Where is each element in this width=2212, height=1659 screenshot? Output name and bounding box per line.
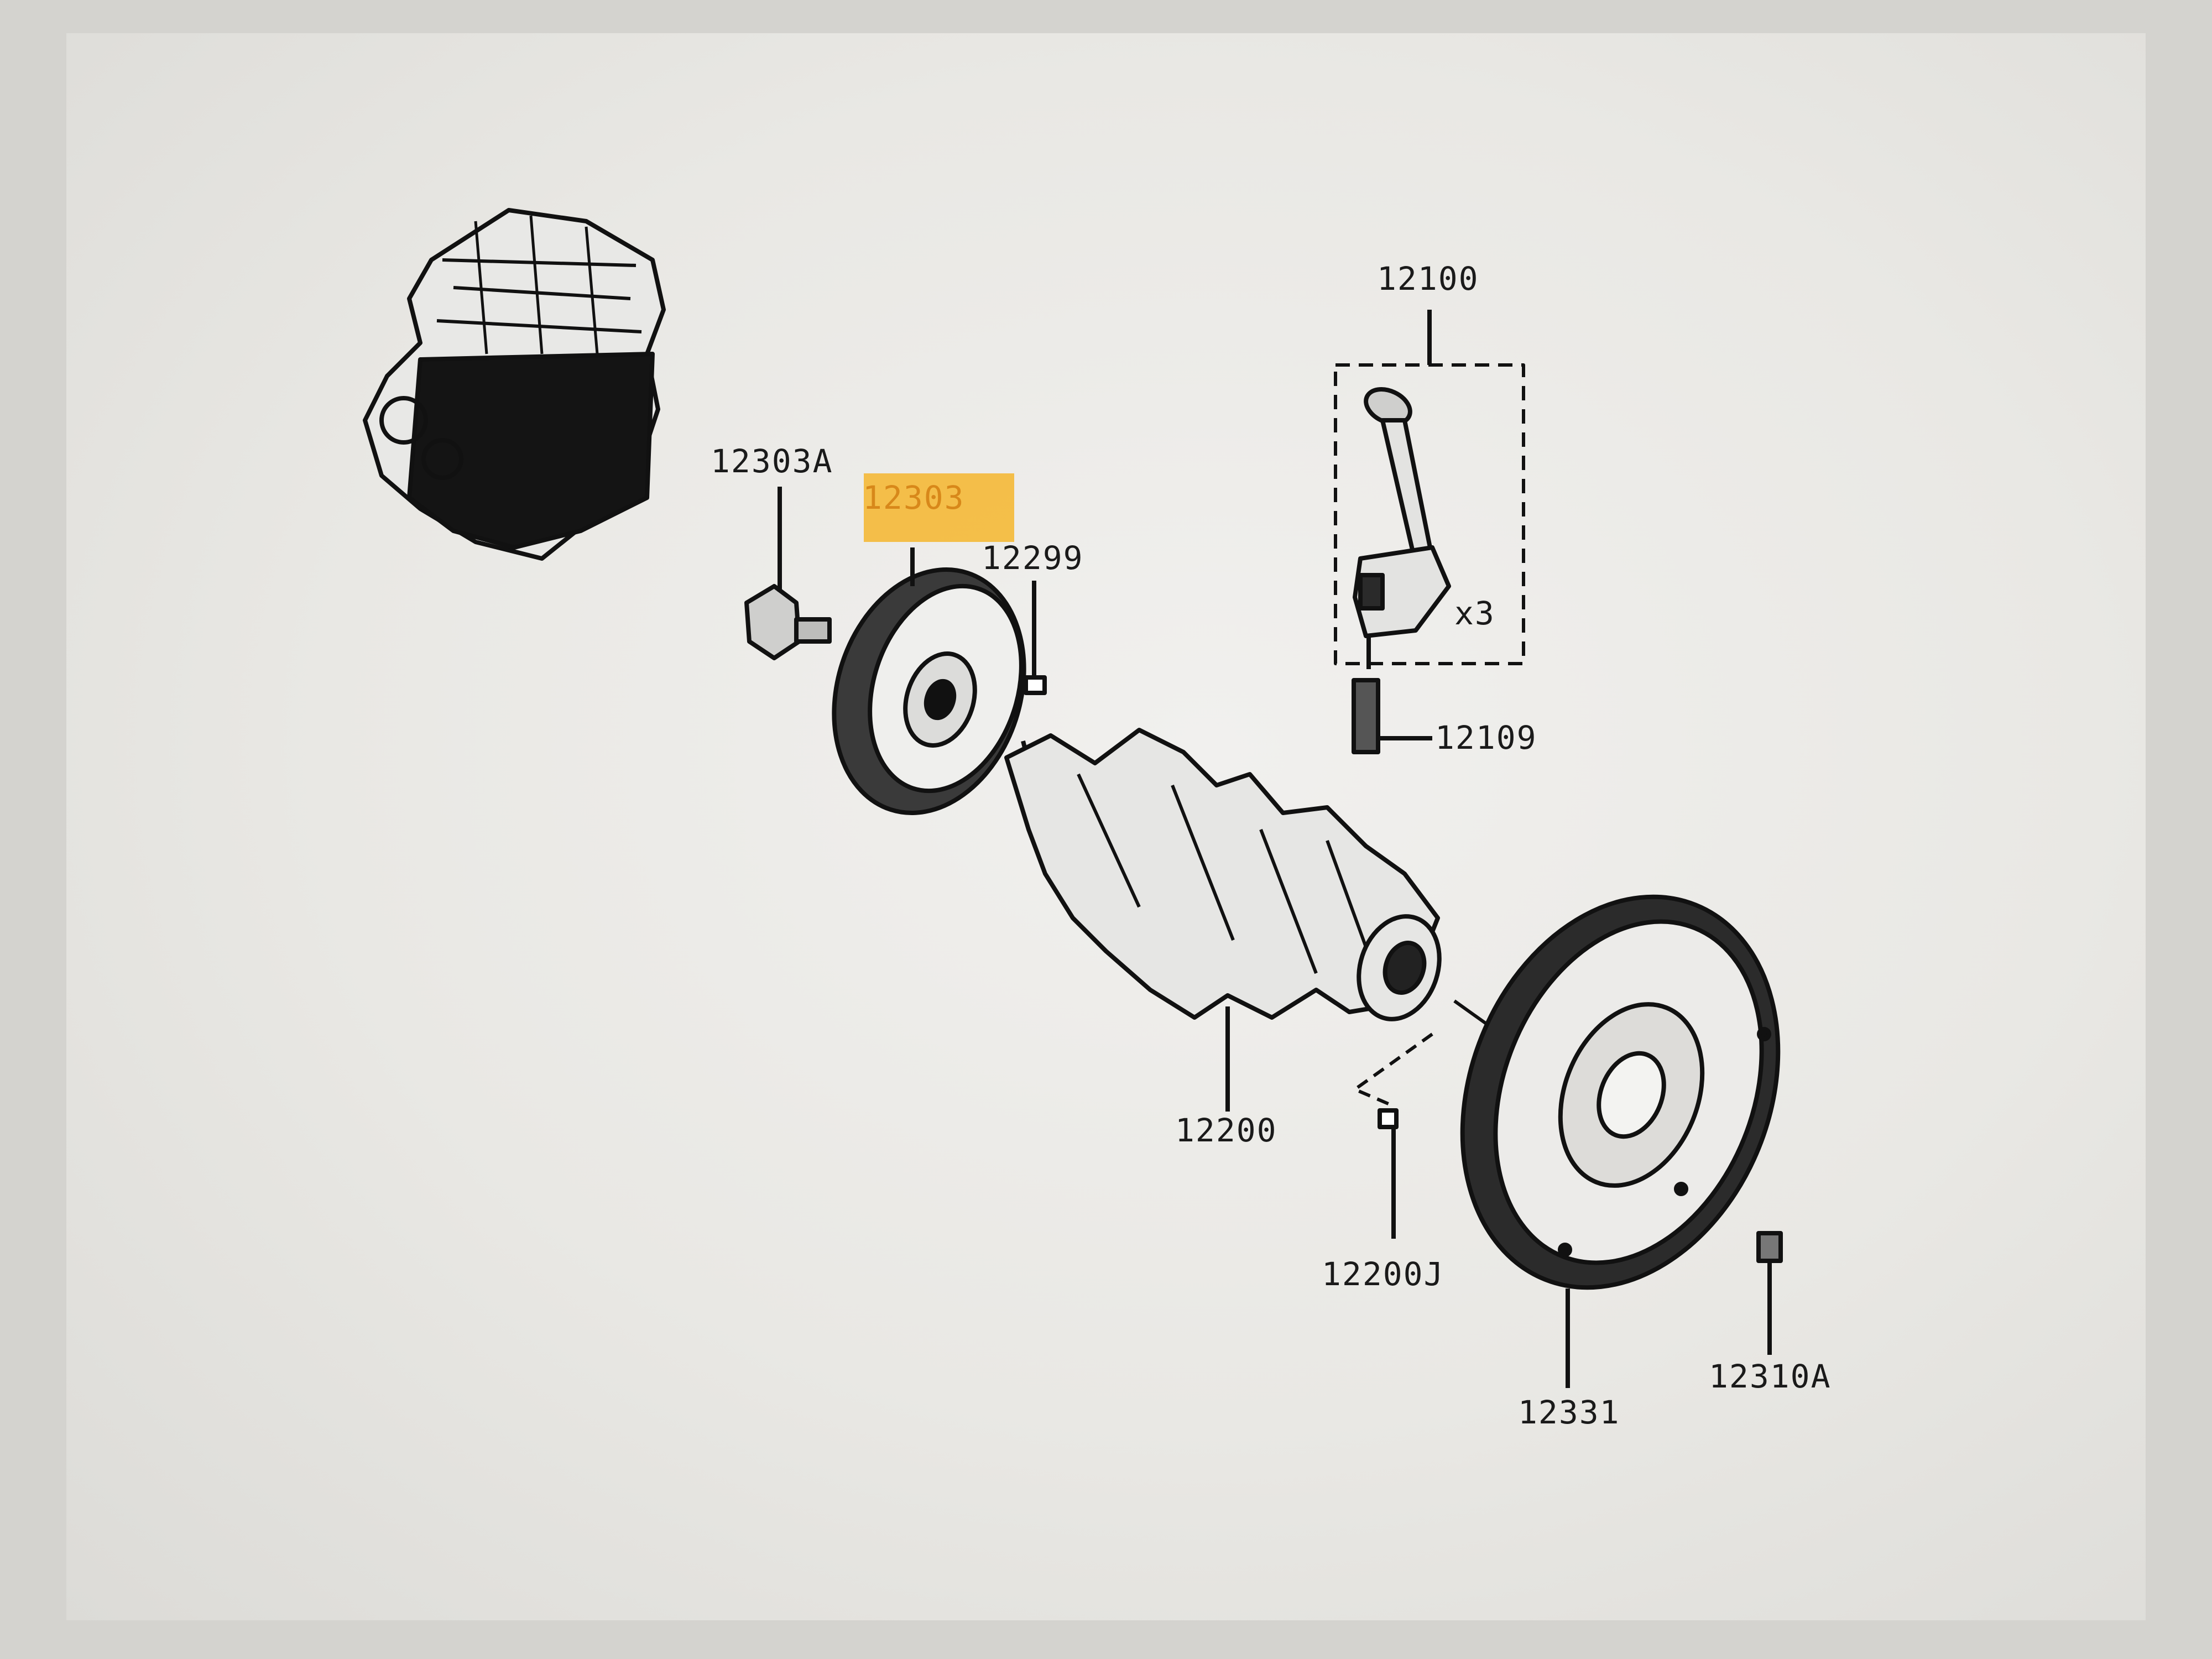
flywheel-bolt-12310A: [1756, 1231, 1783, 1355]
rod-bolt-12109: [1352, 678, 1432, 754]
part-label-12303A[interactable]: 12303A: [711, 442, 833, 480]
connecting-rod-assembly-12100: [1334, 310, 1525, 669]
part-label-12200[interactable]: 12200: [1175, 1112, 1277, 1149]
quantity-note: x3: [1454, 594, 1495, 632]
engine-assembly-thumbnail: [363, 208, 666, 561]
dowel-pin-12200J: [1353, 1032, 1433, 1239]
part-label-12299[interactable]: 12299: [982, 539, 1084, 577]
crank-pulley-12303: [832, 547, 1026, 815]
part-label-12303-selected[interactable]: 12303: [863, 479, 965, 517]
part-label-12310A[interactable]: 12310A: [1709, 1358, 1832, 1395]
part-label-12331[interactable]: 12331: [1518, 1394, 1620, 1431]
part-label-12109[interactable]: 12109: [1435, 719, 1537, 757]
crankshaft-12200: [1004, 728, 1494, 1112]
flywheel-12331: [1460, 894, 1781, 1388]
part-label-12100[interactable]: 12100: [1377, 260, 1479, 298]
selected-part-highlight: [864, 473, 1014, 542]
woodruff-key-12299: [1021, 581, 1047, 764]
pulley-bolt-12303A: [744, 487, 832, 660]
part-label-12200J[interactable]: 12200J: [1322, 1255, 1444, 1293]
